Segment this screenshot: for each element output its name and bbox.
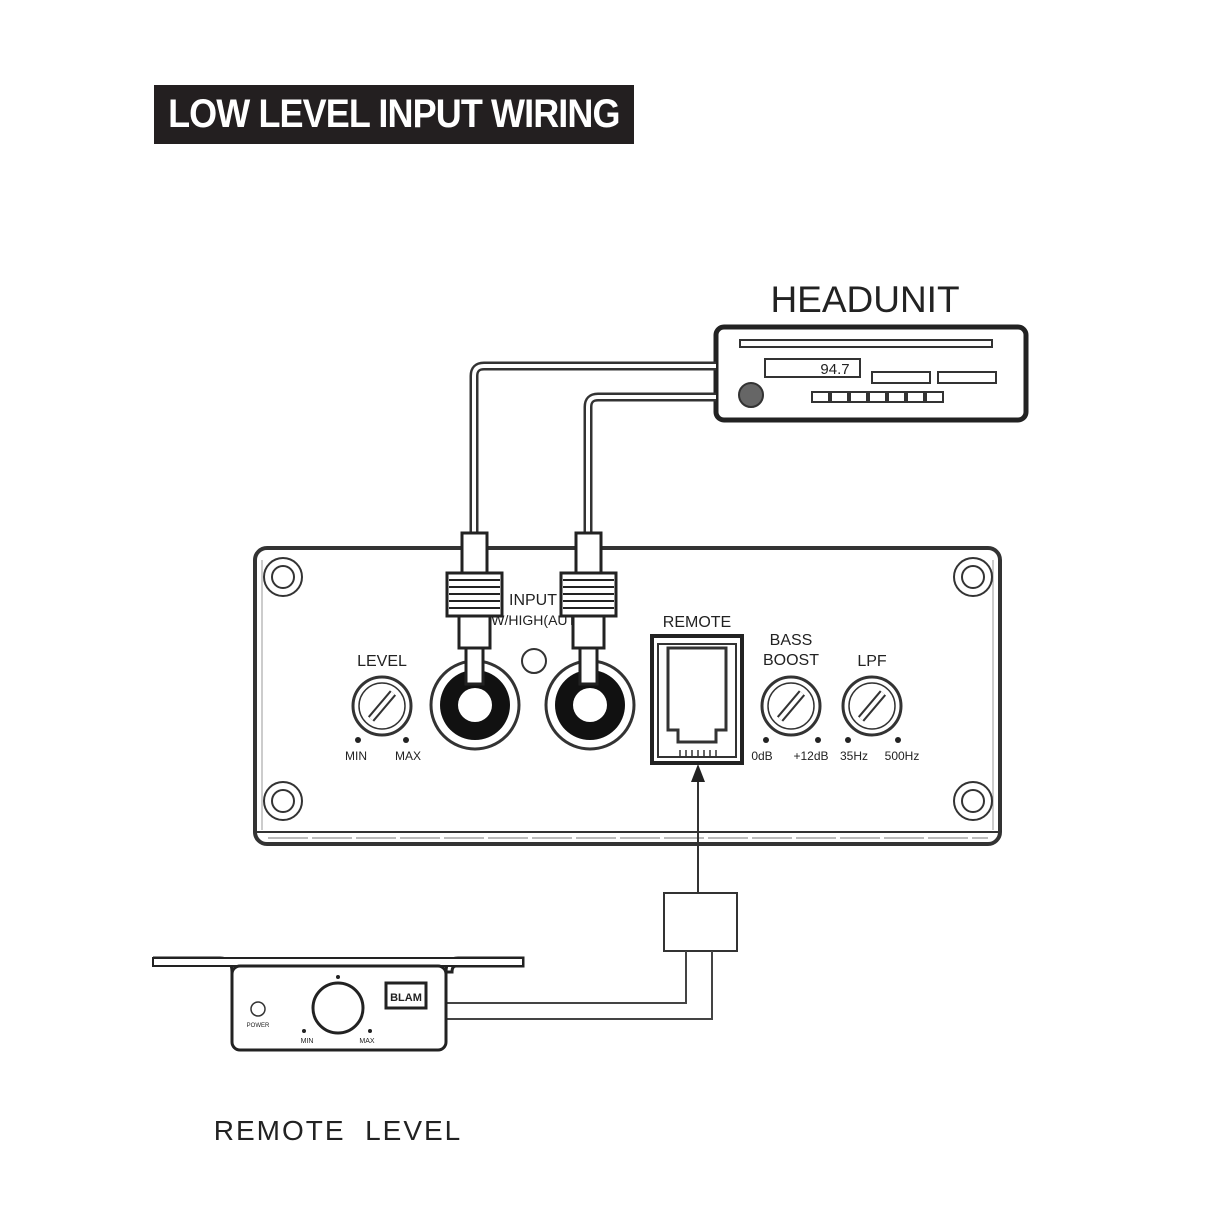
rca-cables — [469, 361, 716, 535]
bass-label-2: BOOST — [763, 652, 819, 669]
headunit-display-text: 94.7 — [820, 361, 849, 378]
lpf-label: LPF — [857, 653, 887, 670]
bass-max-label: +12dB — [793, 749, 828, 763]
page-title: LOW LEVEL INPUT WIRING — [168, 92, 620, 136]
lpf-max-label: 500Hz — [885, 749, 920, 763]
power-led-icon — [250, 1001, 266, 1017]
remote-level-controller: POWER MIN MAX BLAM — [152, 956, 525, 1052]
remote-level-label: REMOTE LEVEL — [214, 1115, 463, 1146]
rca-jack-right — [544, 659, 636, 751]
rca-plug-right — [559, 531, 618, 686]
level-label: LEVEL — [357, 653, 407, 670]
power-label: POWER — [247, 1023, 270, 1029]
amplifier-panel: LEVEL MIN MAX INPUT LOW/HIGH(AUTO) REMOT… — [253, 546, 1002, 846]
bass-min-label: 0dB — [751, 749, 772, 763]
brand-badge — [384, 981, 428, 1010]
cable-connector — [663, 892, 738, 952]
level-min-label: MIN — [345, 749, 367, 763]
rca-jack-left — [429, 659, 521, 751]
brand-label: BLAM — [390, 992, 422, 1004]
headunit: 94.7 — [713, 324, 1029, 423]
remote-max-label: MAX — [359, 1038, 375, 1045]
lpf-min-label: 35Hz — [840, 749, 868, 763]
title-bar: LOW LEVEL INPUT WIRING — [154, 85, 634, 144]
indicator-led-icon — [521, 648, 547, 674]
headunit-label: HEADUNIT — [770, 279, 959, 320]
bass-label-1: BASS — [770, 632, 813, 649]
headunit-knob-icon — [738, 382, 764, 408]
headunit-display — [764, 358, 861, 378]
input-label: INPUT — [509, 592, 557, 609]
remote-cable — [446, 764, 738, 1020]
level-max-label: MAX — [395, 749, 421, 763]
remote-level-knob-icon — [311, 981, 365, 1035]
remote-min-label: MIN — [301, 1038, 314, 1045]
remote-port — [650, 634, 744, 765]
remote-label: REMOTE — [663, 614, 731, 631]
arrow-up-icon — [691, 764, 705, 782]
rca-plug-left — [445, 531, 504, 686]
